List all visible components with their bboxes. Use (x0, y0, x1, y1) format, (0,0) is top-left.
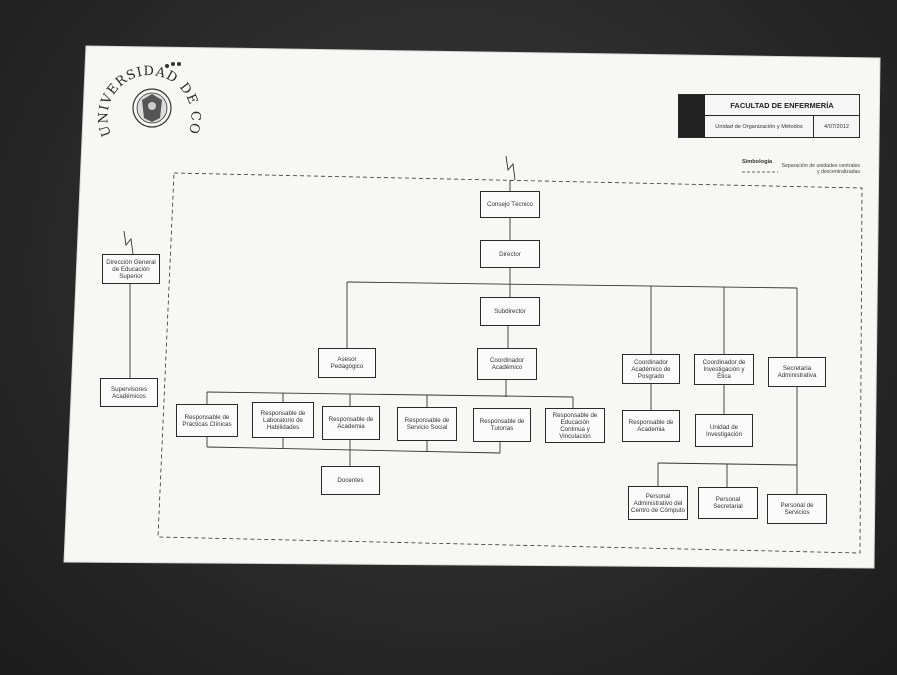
box-coordinador-investigacion: Coordinador de Investigación y Ética (694, 354, 754, 385)
box-resp-academia-posgrado: Responsable de Academia (622, 410, 680, 442)
box-secretaria-administrativa: Secretaria Administrativa (768, 357, 826, 387)
box-personal-servicios: Personal de Servicios (767, 494, 827, 524)
box-subdirector: Subdirector (480, 297, 540, 326)
box-resp-academia: Responsable de Academia (322, 406, 380, 440)
header-dark-block (679, 95, 705, 137)
box-personal-administrativo: Personal Administrativo del Centro de Có… (628, 486, 688, 520)
legend-title: Simbología (742, 159, 773, 165)
box-resp-laboratorio: Responsable de Laboratorio de Habilidade… (252, 402, 314, 438)
faculty-title: FACULTAD DE ENFERMERÍA (705, 95, 859, 116)
box-director: Director (480, 240, 540, 268)
box-resp-practicas-clinicas: Responsable de Prácticas Clínicas (176, 404, 238, 437)
box-unidad-investigacion: Unidad de Investigación (695, 414, 753, 447)
box-resp-educacion-continua: Responsable de Educación Continua y Vinc… (545, 408, 605, 443)
unit-label: Unidad de Organización y Métodos (705, 116, 814, 137)
box-resp-servicio-social: Responsable de Servicio Social (397, 407, 457, 441)
box-supervisores-academicos: Supervisores Académicos (100, 378, 158, 407)
box-coordinador-posgrado: Coordinador Académico de Posgrado (622, 354, 680, 384)
legend-text: Separación de unidades centrales y desce… (781, 163, 860, 175)
box-coordinador-academico: Coordinador Académico (477, 348, 537, 380)
box-resp-tutorias: Responsable de Tutorías (473, 408, 531, 442)
university-seal-logo: UNIVERSIDAD DE COLIMA (95, 50, 202, 138)
box-asesor-pedagogico: Asesor Pedagógico (318, 348, 376, 378)
header-table: FACULTAD DE ENFERMERÍA Unidad de Organiz… (678, 94, 860, 138)
box-direccion-general: Dirección General de Educación Superior (102, 254, 160, 284)
box-personal-secretarial: Personal Secretarial (698, 487, 758, 519)
box-docentes: Docentes (321, 466, 380, 495)
date-label: 4/07/2012 (824, 123, 849, 130)
box-consejo-tecnico: Consejo Técnico (480, 191, 540, 218)
